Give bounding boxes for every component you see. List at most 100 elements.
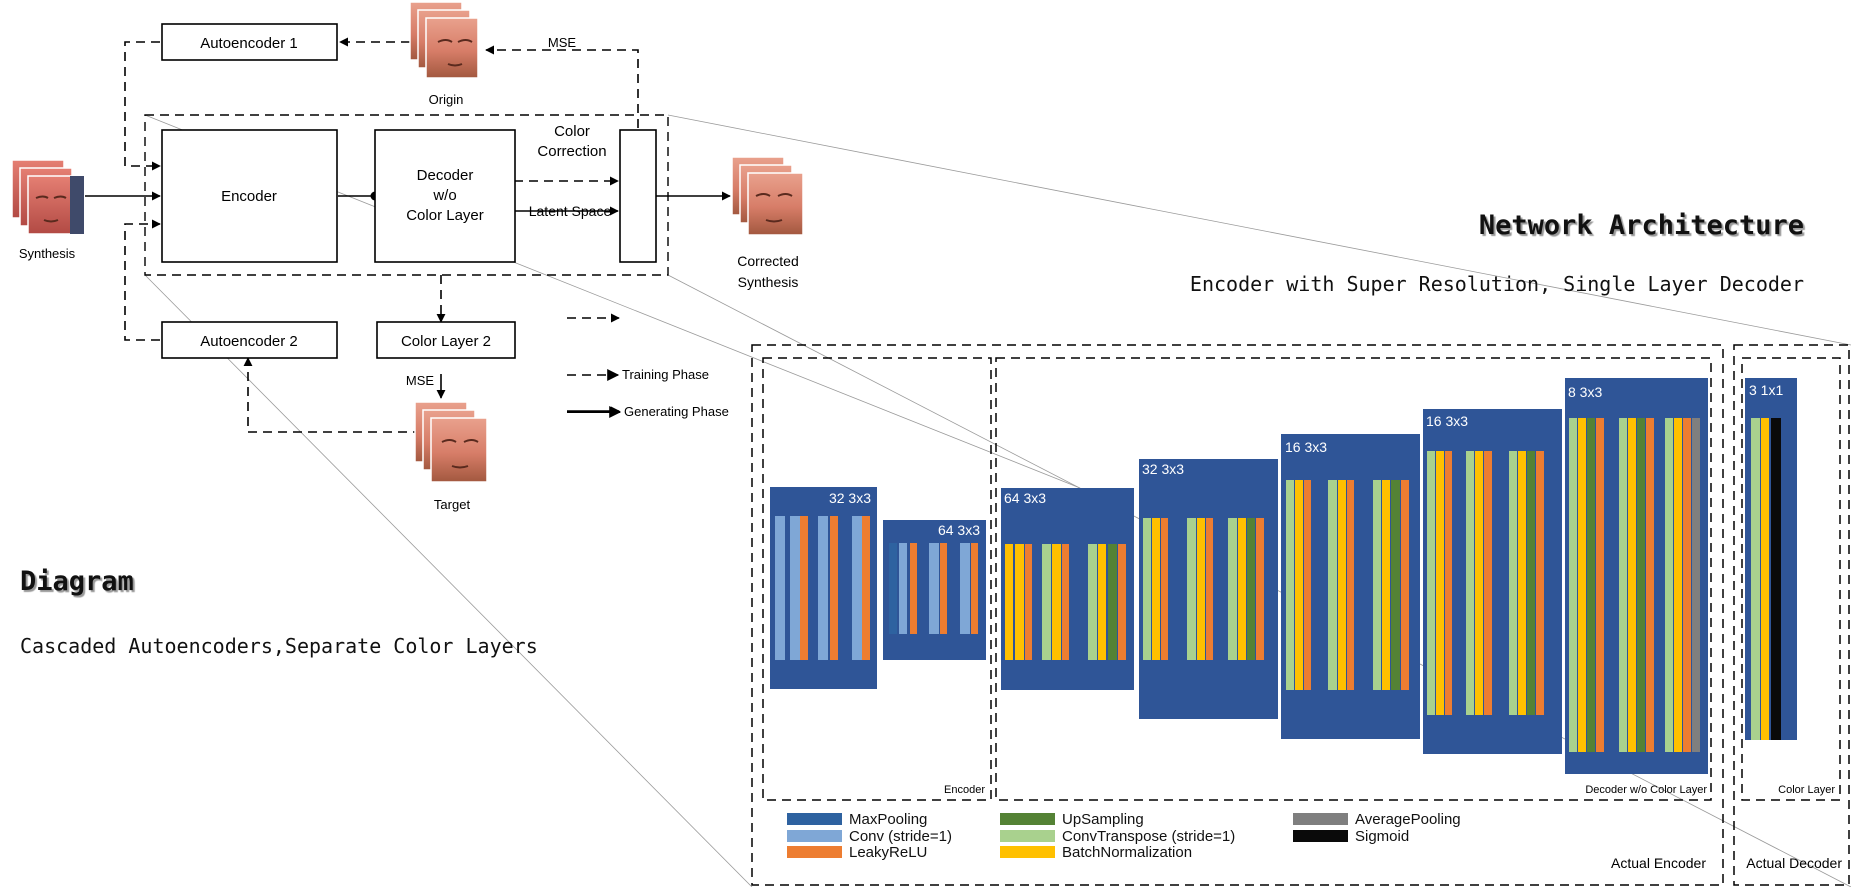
layer-stripe-conv [775,516,785,660]
layer-stripe-convT [1286,480,1294,690]
layer-stripe-leaky [910,543,917,634]
legend-swatch [787,846,842,858]
decoder-group-label: Decoder w/o Color Layer [1585,784,1707,796]
diagram-subtitle: Cascaded Autoencoders,Separate Color Lay… [20,634,538,658]
legend-training-label: Training Phase [622,367,709,382]
mse-bottom-label: MSE [406,373,435,388]
latent-space-label: Latent Space [529,203,612,219]
layer-stripe-bn [1052,544,1061,660]
layer-stripe-convT [1143,518,1151,660]
autoencoder2-box [161,321,338,359]
color-layer2-label: Color Layer 2 [401,333,491,350]
layer-stripe-convT [1088,544,1097,660]
layer-stripe-sigmoid [1771,418,1781,740]
layer-stripe-leaky [830,516,838,660]
layer-stripe-convT [1619,418,1627,752]
color-correction-label-line1: Color [554,123,590,140]
layer-stripe-convT [1569,418,1577,752]
layer-stripe-leaky [1062,544,1069,660]
corrected-synthesis-face-stack [731,156,804,236]
layer-stripe-leaky [1025,544,1032,660]
layer-stripe-leaky [1256,518,1264,660]
color-correction-box [619,129,657,263]
layer-stripe-upsample [1247,518,1255,660]
layer-stripe-conv [852,516,862,660]
architecture-subtitle: Encoder with Super Resolution, Single La… [1189,272,1804,296]
layer-stripe-leaky [1347,480,1354,690]
layer-stripe-convT [1228,518,1237,660]
actual-decoder-border [1733,344,1850,886]
layer-stripe-conv [929,543,939,634]
layer-stripe-convT [1665,418,1673,752]
legend-label: BatchNormalization [1062,844,1192,861]
layer-stripe-convT [1328,480,1337,690]
legend-swatch [1000,830,1055,842]
layer-stripe-bn [1197,518,1205,660]
legend-label: Conv (stride=1) [849,828,952,845]
legend-swatch [787,830,842,842]
color-correction-label-line2: Correction [537,143,606,160]
decoder-box [374,129,516,263]
layer-stripe-convT [1466,451,1474,715]
synthesis-face-stack [11,159,85,235]
encoder-group-label: Encoder [944,784,985,796]
layer-stripe-convT [1373,480,1381,690]
layer-stripe-leaky [862,516,870,660]
autoencoder2-label: Autoencoder 2 [200,333,298,350]
color-layer-group-border [1741,357,1841,801]
layer-stripe-leaky [1118,544,1126,660]
diagram-title: Diagram [20,566,134,597]
corrected-synthesis-label-line2: Synthesis [738,274,799,290]
actual-decoder-label: Actual Decoder [1746,855,1842,871]
pipeline-diagram: Autoencoder 1 Autoencoder 2 Encoder Deco… [11,1,804,512]
layer-block-label: 16 3x3 [1285,439,1327,455]
decoder-label-line2: w/o [432,187,456,204]
layer-stripe-convT [1509,451,1517,715]
layer-stripe-leaky [1304,480,1311,690]
layer-stripe-conv [960,543,970,634]
layer-block-label: 8 3x3 [1568,384,1602,400]
layer-stripe-leaky [1161,518,1168,660]
layer-stripe-convT [1427,451,1435,715]
layer-stripe-leaky [1683,418,1691,752]
layer-stripe-bn [1475,451,1483,715]
autoencoder1-box [161,23,338,61]
layer-stripe-leaky [971,543,978,634]
legend-label: MaxPooling [849,811,927,828]
layer-block-label: 64 3x3 [1004,490,1046,506]
layer-stripe-bn [1578,418,1586,752]
autoencoder1-label: Autoencoder 1 [200,35,298,52]
layer-stripe-bn [1338,480,1346,690]
legend-label: LeakyReLU [849,844,927,861]
legend-swatch [1293,813,1348,825]
layer-stripe-bn [1436,451,1444,715]
decoder-group-border [995,357,1712,801]
training-connectors [124,37,639,433]
decoder-label-line3: Color Layer [406,207,484,224]
layer-stripe-leaky [1484,451,1492,715]
synthesis-label: Synthesis [19,246,76,261]
legend-label: Sigmoid [1355,828,1409,845]
legend-generating-label: Generating Phase [624,404,729,419]
layer-stripe-bn [1005,544,1013,660]
architecture-title: Network Architecture [1478,210,1804,241]
layer-stripe-bn [1518,451,1526,715]
layer-stripe-leaky [1536,451,1544,715]
legend-label: UpSampling [1062,811,1144,828]
actual-encoder-border [751,344,1724,886]
layer-stripe-leaky [1646,418,1654,752]
legend-swatch [1000,813,1055,825]
encoder-box [161,129,338,263]
layer-block-label: 32 3x3 [829,490,871,506]
layer-block-label: 3 1x1 [1749,382,1783,398]
decoder-label-line1: Decoder [417,167,474,184]
layer-stripe-leaky [1206,518,1213,660]
encoder-label: Encoder [221,188,277,205]
layer-stripe-leaky [1596,418,1604,752]
layer-stripe-bn [1761,418,1769,740]
layer-stripe-maxpool [889,543,897,634]
target-label: Target [434,497,471,512]
